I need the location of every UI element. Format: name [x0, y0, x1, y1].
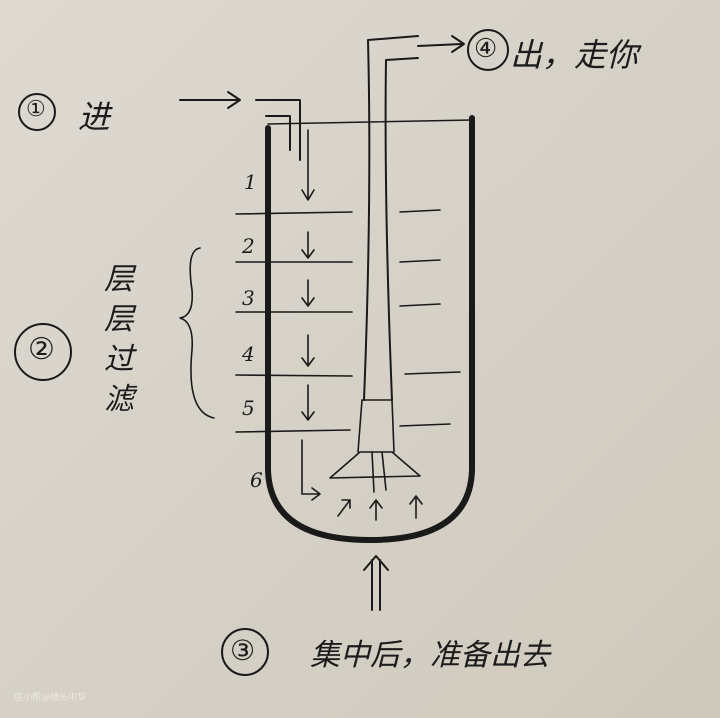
- inlet-arrow: [179, 91, 241, 109]
- step2-circle: [14, 323, 72, 381]
- step1-marker: ①: [26, 97, 46, 122]
- filter-layer-lines: [235, 209, 461, 433]
- inlet-pipe: [255, 99, 301, 161]
- step3-marker: ③: [230, 634, 256, 667]
- step3-circle: [221, 628, 269, 676]
- container-wall: [265, 115, 475, 543]
- watermark: 住小帮@镜头中华: [14, 693, 87, 703]
- layer-number: 2: [242, 234, 255, 258]
- collector-neck: [357, 399, 395, 493]
- layer-number: 5: [242, 396, 255, 420]
- up-arrows: [337, 495, 423, 611]
- step4-marker: ④: [474, 34, 498, 64]
- outlet-pipe: [363, 35, 419, 401]
- step4-label: 出，走你: [510, 36, 639, 74]
- step2-marker: ②: [28, 332, 55, 367]
- step4-circle: [467, 29, 509, 71]
- step2-label: 层层过滤: [104, 262, 134, 417]
- collector-funnel: [329, 451, 421, 479]
- brace: [179, 247, 215, 419]
- layer-number: 6: [250, 468, 263, 492]
- layer-number: 3: [242, 286, 255, 310]
- step3-label: 集中后，准备出去: [310, 638, 550, 673]
- step1-label: 进: [78, 98, 111, 136]
- step1-circle: [18, 93, 56, 131]
- outlet-arrow: [417, 35, 465, 53]
- layer-number: 4: [242, 342, 255, 366]
- layer-number: 1: [244, 170, 257, 194]
- down-arrows: [301, 129, 321, 501]
